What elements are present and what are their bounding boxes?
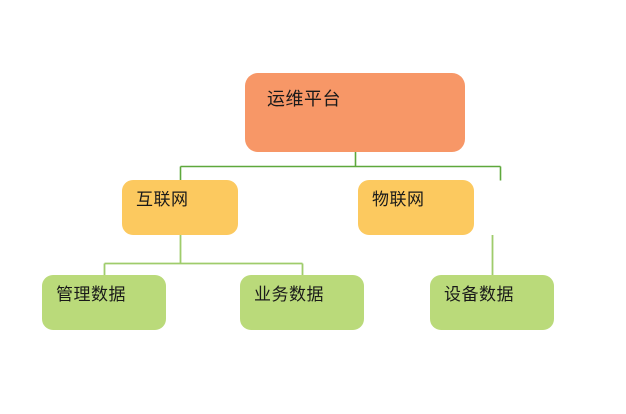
node-label-device-data: 设备数据 (444, 285, 514, 304)
node-label-internet: 互联网 (136, 190, 189, 209)
node-label-management-data: 管理数据 (56, 285, 126, 304)
node-management-data[interactable]: 管理数据 (42, 275, 166, 330)
node-business-data[interactable]: 业务数据 (240, 275, 364, 330)
node-iot[interactable]: 物联网 (358, 180, 474, 235)
node-label-iot: 物联网 (372, 190, 425, 209)
node-device-data[interactable]: 设备数据 (430, 275, 554, 330)
node-label-root: 运维平台 (267, 89, 341, 109)
node-label-business-data: 业务数据 (254, 285, 324, 304)
node-internet[interactable]: 互联网 (122, 180, 238, 235)
node-root-operations-platform[interactable]: 运维平台 (245, 73, 465, 152)
